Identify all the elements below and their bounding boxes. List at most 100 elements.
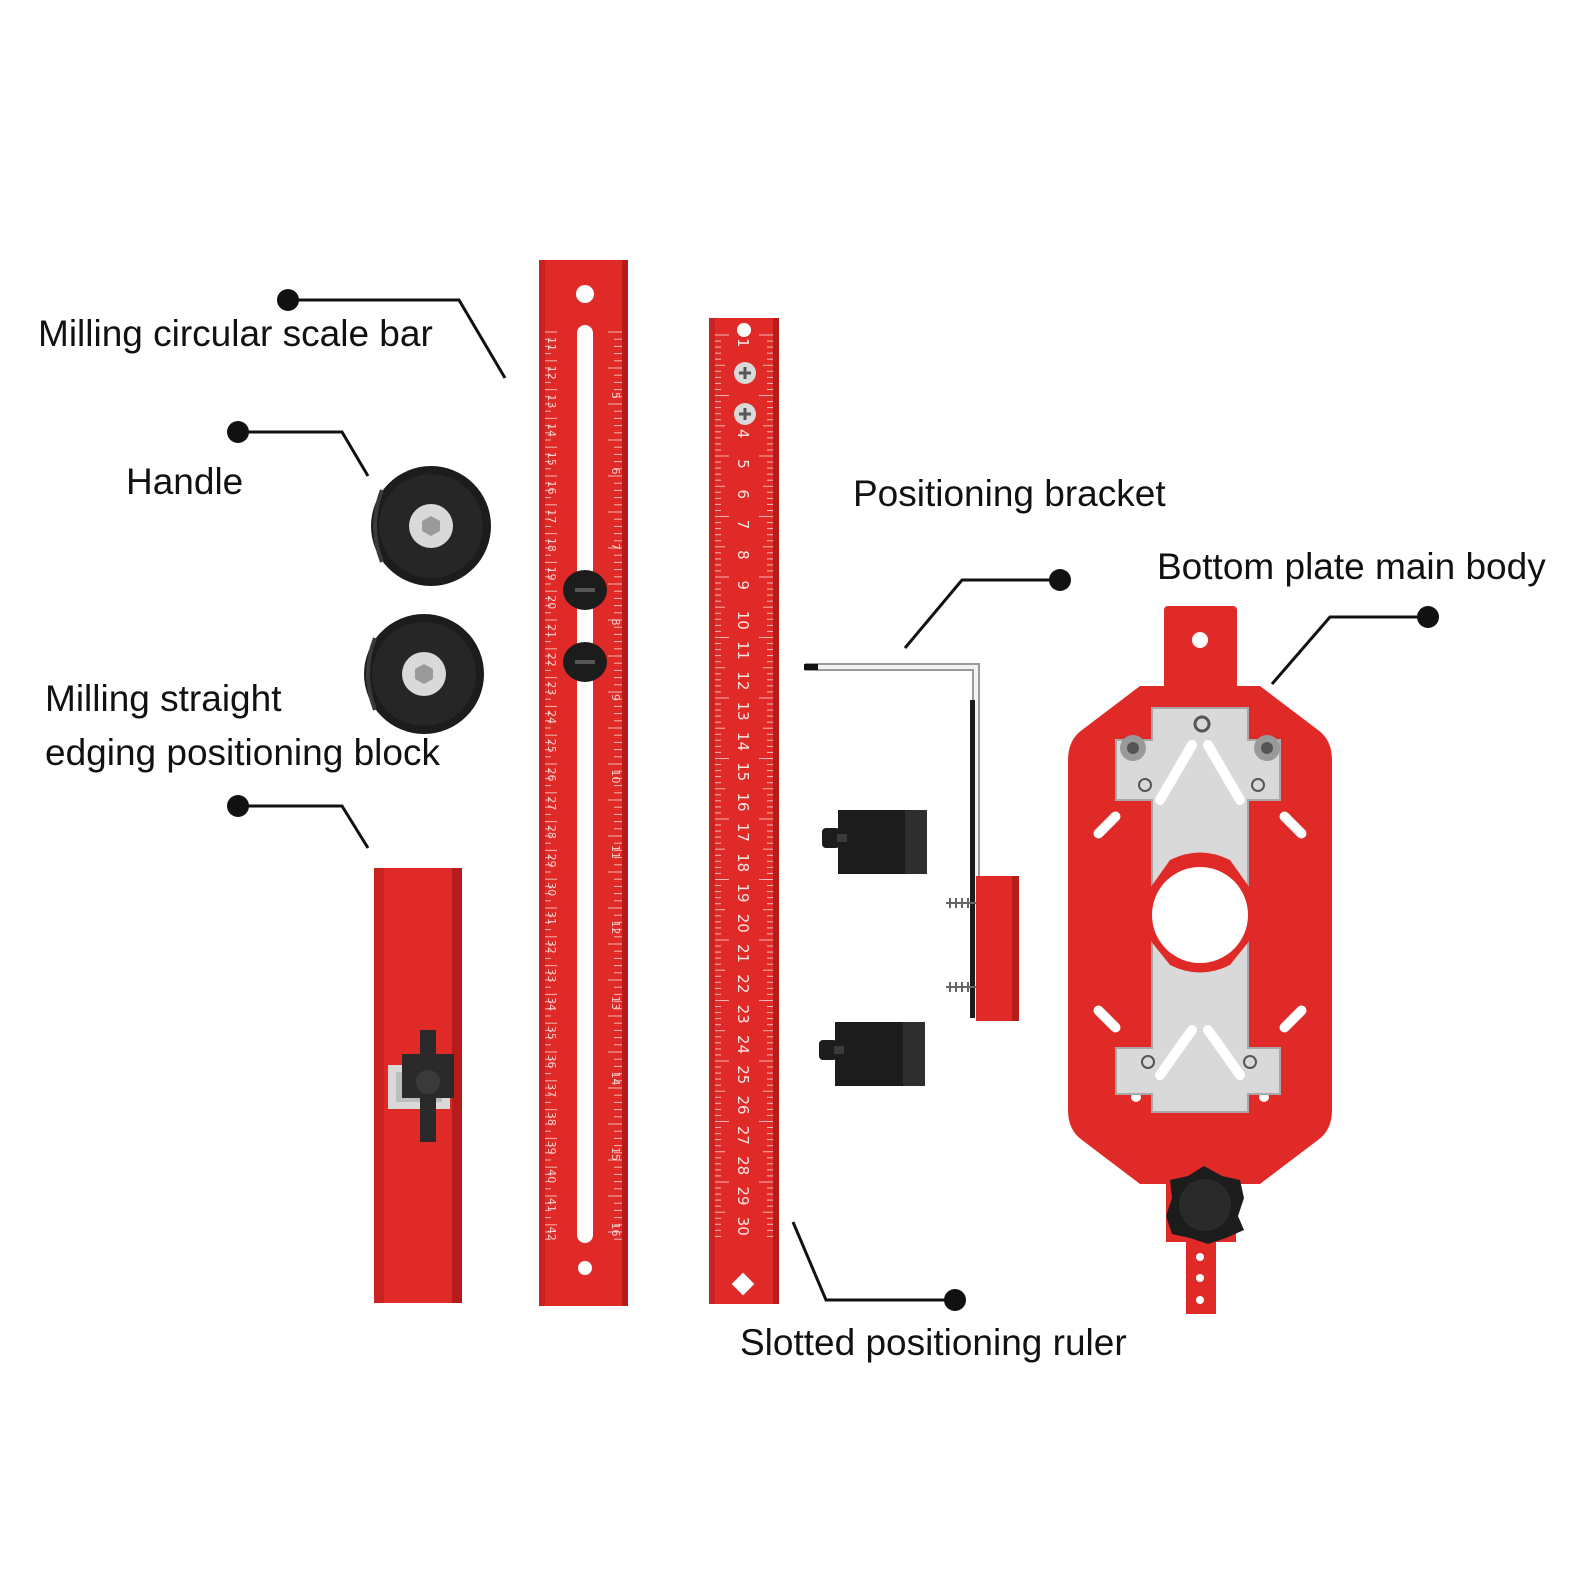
scale-bar-right-number: 15 bbox=[609, 1147, 622, 1161]
ruler-number: 23 bbox=[734, 1005, 752, 1024]
leader-bottom-plate bbox=[1270, 606, 1439, 685]
circular-scale-bar: 1112131415161718192021222324252627282930… bbox=[539, 260, 628, 1306]
ruler-number: 28 bbox=[734, 1156, 752, 1175]
leader-positioning-bracket bbox=[903, 569, 1071, 649]
ruler-number: 14 bbox=[734, 732, 752, 751]
ruler-number: 30 bbox=[734, 1217, 752, 1236]
plate-screw-left bbox=[1120, 735, 1146, 761]
clamp-block-bottom bbox=[819, 1022, 925, 1086]
scale-bar-left-number: 24 bbox=[545, 710, 558, 724]
scale-bar-left-number: 13 bbox=[545, 394, 558, 408]
scale-bar-left-number: 17 bbox=[545, 509, 558, 523]
ruler-number: 16 bbox=[734, 793, 752, 812]
ruler-number: 6 bbox=[734, 490, 752, 500]
ruler-number: 26 bbox=[734, 1096, 752, 1115]
scale-bar-left-number: 15 bbox=[545, 452, 558, 466]
label-slotted-ruler: Slotted positioning ruler bbox=[740, 1322, 1127, 1363]
scale-bar-left-ticks bbox=[545, 331, 557, 1240]
ruler-number: 25 bbox=[734, 1065, 752, 1084]
ruler-number: 20 bbox=[734, 914, 752, 933]
leader-scale-bar bbox=[277, 289, 507, 379]
ruler-number: 29 bbox=[734, 1186, 752, 1205]
scale-bar-right-number: 14 bbox=[609, 1072, 622, 1086]
scale-bar-left-numbers: 1112131415161718192021222324252627282930… bbox=[545, 337, 558, 1241]
slotted-positioning-ruler: 1456789101112131415161718192021222324252… bbox=[709, 318, 779, 1304]
label-scale-bar: Milling circular scale bar bbox=[38, 313, 433, 354]
scale-bar-right-number: 6 bbox=[609, 468, 622, 475]
ruler-numbers: 1456789101112131415161718192021222324252… bbox=[734, 338, 752, 1236]
ruler-number: 4 bbox=[734, 429, 752, 439]
scale-bar-right-number: 8 bbox=[609, 619, 622, 626]
scale-bar-left-number: 39 bbox=[545, 1141, 558, 1155]
scale-bar-left-number: 32 bbox=[545, 940, 558, 954]
ruler-number: 17 bbox=[734, 823, 752, 842]
clamp-block-top bbox=[822, 810, 927, 874]
handle-knob-top bbox=[371, 466, 491, 586]
scale-bar-right-number: 7 bbox=[609, 543, 622, 550]
scale-bar-left-number: 38 bbox=[545, 1112, 558, 1126]
scale-bar-left-number: 20 bbox=[545, 595, 558, 609]
ruler-number: 21 bbox=[734, 944, 752, 963]
positioning-bracket bbox=[804, 663, 1019, 1021]
scale-bar-left-number: 23 bbox=[545, 681, 558, 695]
ruler-number: 8 bbox=[734, 550, 752, 560]
ruler-number: 11 bbox=[734, 641, 752, 660]
scale-bar-left-number: 29 bbox=[545, 854, 558, 868]
scale-bar-right-number: 9 bbox=[609, 694, 622, 701]
scale-bar-left-number: 37 bbox=[545, 1083, 558, 1097]
scale-bar-left-number: 42 bbox=[545, 1227, 558, 1241]
label-positioning-bracket: Positioning bracket bbox=[853, 473, 1166, 514]
ruler-number: 19 bbox=[734, 883, 752, 902]
scale-bar-right-number: 5 bbox=[609, 392, 622, 399]
scale-bar-left-number: 16 bbox=[545, 481, 558, 495]
ruler-number: 5 bbox=[734, 459, 752, 469]
scale-bar-left-number: 14 bbox=[545, 423, 558, 437]
ruler-number: 13 bbox=[734, 702, 752, 721]
scale-bar-left-number: 21 bbox=[545, 624, 558, 638]
ruler-screw-bottom bbox=[734, 403, 756, 425]
ruler-number: 24 bbox=[734, 1035, 752, 1054]
scale-bar-left-number: 36 bbox=[545, 1055, 558, 1069]
ruler-number: 12 bbox=[734, 671, 752, 690]
scale-bar-right-number: 13 bbox=[609, 996, 622, 1010]
label-bottom-plate: Bottom plate main body bbox=[1157, 546, 1546, 587]
ruler-ticks bbox=[715, 334, 773, 1237]
label-handle: Handle bbox=[126, 461, 244, 502]
ruler-screw-top bbox=[734, 362, 756, 384]
scale-bar-left-number: 34 bbox=[545, 997, 558, 1011]
scale-bar-left-number: 35 bbox=[545, 1026, 558, 1040]
ruler-number: 10 bbox=[734, 611, 752, 630]
scale-bar-left-number: 19 bbox=[545, 567, 558, 581]
ruler-number: 7 bbox=[734, 520, 752, 530]
ruler-number: 18 bbox=[734, 853, 752, 872]
scale-bar-left-number: 27 bbox=[545, 796, 558, 810]
scale-bar-left-number: 28 bbox=[545, 825, 558, 839]
label-straight-block-line1: Milling straight bbox=[45, 678, 282, 719]
scale-bar-left-number: 40 bbox=[545, 1169, 558, 1183]
leader-handle bbox=[227, 421, 370, 477]
scale-bar-right-ticks bbox=[608, 331, 622, 1240]
scale-bar-left-number: 41 bbox=[545, 1198, 558, 1212]
ruler-number: 15 bbox=[734, 762, 752, 781]
ruler-number: 9 bbox=[734, 580, 752, 590]
leader-slotted-ruler bbox=[791, 1221, 966, 1311]
ruler-number: 22 bbox=[734, 974, 752, 993]
plate-star-knob bbox=[1166, 1166, 1244, 1244]
scale-bar-right-number: 10 bbox=[609, 770, 622, 784]
ruler-number: 27 bbox=[734, 1126, 752, 1145]
scale-bar-right-number: 11 bbox=[609, 845, 622, 859]
bottom-plate-main-body bbox=[1068, 606, 1332, 1314]
ruler-number: 1 bbox=[734, 338, 752, 348]
scale-bar-left-number: 30 bbox=[545, 882, 558, 896]
bracket-screw-top bbox=[946, 898, 976, 908]
scale-bar-left-number: 22 bbox=[545, 653, 558, 667]
scale-bar-left-number: 11 bbox=[545, 337, 558, 351]
scale-bar-left-number: 31 bbox=[545, 911, 558, 925]
scale-bar-left-number: 12 bbox=[545, 366, 558, 380]
scale-bar-right-number: 12 bbox=[609, 921, 622, 935]
plate-screw-right bbox=[1254, 735, 1280, 761]
bracket-screw-bottom bbox=[946, 982, 976, 992]
